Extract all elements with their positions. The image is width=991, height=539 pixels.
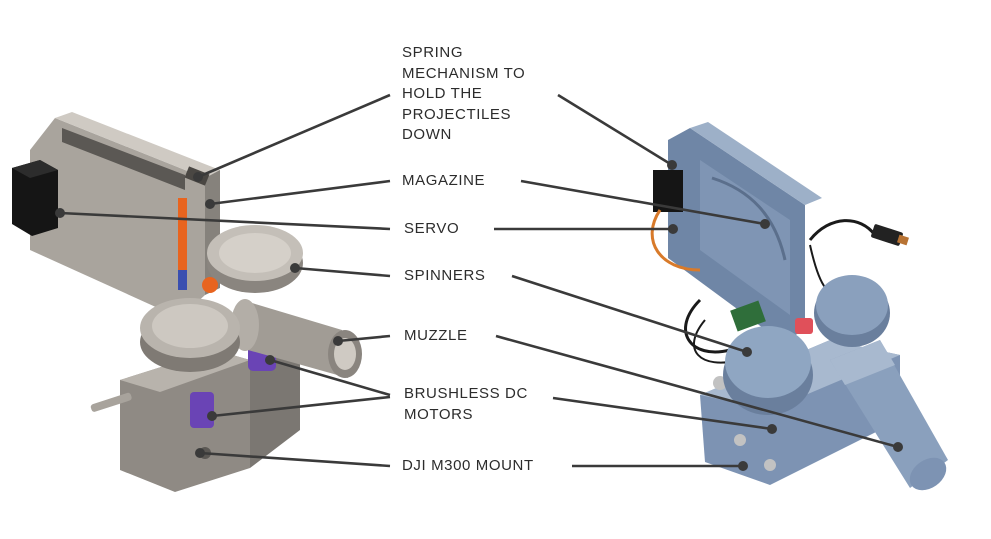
proto-base-bolt-3 [764, 459, 776, 471]
leader-dot [760, 219, 770, 229]
proto-trigger [795, 318, 813, 334]
label-spinners: SPINNERS [404, 267, 486, 284]
proto-muzzle-top [830, 340, 895, 385]
leader-mount-left [199, 451, 391, 468]
leader-motors-left-upper [269, 358, 391, 397]
proto-usb-tip [897, 234, 909, 246]
proto-base-bolt-2 [734, 434, 746, 446]
proto-magazine-spring [711, 176, 787, 261]
leader-dot [265, 355, 275, 365]
proto-wire-1 [684, 298, 731, 354]
cad-mount-side [250, 345, 300, 468]
cad-feed-blue [178, 270, 187, 290]
cad-magazine-rail [62, 128, 185, 190]
proto-magazine-top [690, 122, 822, 205]
label-spring-mechanism: SPRING MECHANISM TO HOLD THE PROJECTILES… [402, 44, 526, 143]
cad-render-launcher [12, 112, 362, 492]
leader-dot [742, 347, 752, 357]
proto-spinner-rear-top [816, 275, 888, 335]
leader-dot [333, 336, 343, 346]
leader-dot [207, 411, 217, 421]
cad-motor-lower [190, 392, 214, 428]
leader-motors-right [552, 396, 773, 431]
leader-dot [668, 224, 678, 234]
cad-muzzle-bore [334, 338, 356, 370]
leader-magazine-left [209, 179, 391, 206]
leader-spring-left [197, 93, 391, 179]
proto-usb-plug [871, 224, 903, 246]
cad-servo [12, 160, 58, 236]
cad-feed-channel [178, 198, 187, 286]
leader-dot [290, 263, 300, 273]
leader-dot [893, 442, 903, 452]
proto-magazine-face [700, 160, 790, 315]
cad-mount-pin [90, 392, 132, 412]
cad-servo-top [12, 160, 58, 178]
label-servo: SERVO [404, 220, 460, 237]
photo-prototype-launcher [650, 122, 948, 491]
leader-dot [195, 448, 205, 458]
cad-roller [202, 277, 218, 293]
leader-dot [667, 160, 677, 170]
leader-muzzle-left [337, 334, 391, 343]
leader-dot [55, 208, 65, 218]
proto-pcb [730, 300, 766, 332]
leader-magazine-right [520, 179, 766, 226]
leader-motors-left-lower [211, 395, 391, 418]
proto-cable [808, 219, 877, 241]
cad-spinner-front-face [152, 304, 228, 348]
leader-dot [193, 172, 203, 182]
leader-dots [55, 160, 903, 471]
label-dji-mount: DJI M300 MOUNT [402, 457, 534, 474]
cad-spinner-rear-face [219, 233, 291, 273]
leader-spinners-left [294, 266, 391, 278]
label-brushless-motors: BRUSHLESS DC MOTORS [404, 385, 528, 423]
cad-muzzle [242, 300, 348, 378]
leader-muzzle-right [495, 334, 899, 449]
leader-lines [59, 93, 899, 468]
label-magazine: MAGAZINE [402, 172, 486, 189]
leader-dot [738, 461, 748, 471]
leader-dot [767, 424, 777, 434]
leader-spring-right [557, 93, 673, 167]
cad-magazine-top [55, 112, 220, 178]
proto-servo-wire [650, 209, 701, 272]
proto-muzzle-end [909, 457, 947, 491]
leader-spinners-right [511, 274, 748, 354]
proto-spinner-front-top [725, 326, 811, 398]
leader-servo-left [59, 211, 391, 231]
leader-dot [205, 199, 215, 209]
label-muzzle: MUZZLE [404, 327, 468, 344]
